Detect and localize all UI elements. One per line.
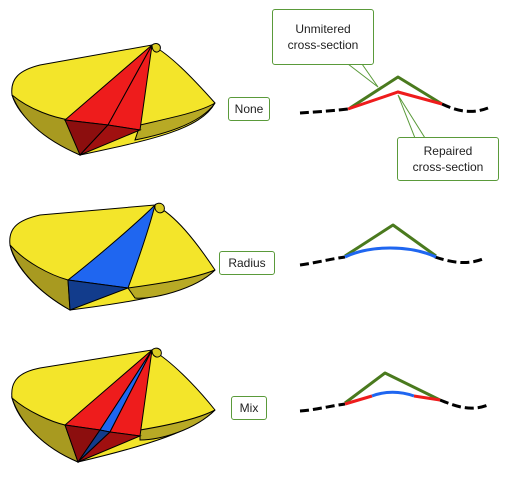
- profile-repaired-blue: [371, 390, 415, 398]
- profile-repaired-red-right: [413, 394, 441, 402]
- callout-pointer-repaired: [397, 94, 426, 139]
- label-mix: Mix: [231, 396, 267, 420]
- profile-repaired-blue: [344, 246, 437, 259]
- profile-dashed-right: [434, 255, 486, 265]
- cone-tip: [151, 43, 161, 53]
- patch-red-dark-2: [77, 431, 142, 463]
- cone-tip: [151, 347, 162, 358]
- profile-radius: [299, 223, 486, 267]
- cone-tip: [154, 202, 165, 214]
- callout-repaired-line2: cross-section: [412, 160, 484, 174]
- profile-unmitered-green: [349, 75, 443, 110]
- cone-shape-radius: [9, 202, 216, 311]
- label-none: None: [228, 97, 270, 121]
- cone-rim-shadow: [139, 409, 216, 441]
- profile-dashed-left: [299, 255, 346, 267]
- cone-rim-shadow: [127, 269, 216, 299]
- profile-dashed-left: [299, 402, 346, 413]
- cone-shape-none: [11, 43, 216, 156]
- profile-dashed-right: [439, 398, 489, 410]
- callout-unmitered-line1: Unmitered: [295, 22, 351, 36]
- patch-red-dark-2: [79, 124, 142, 156]
- cone-rim-shadow: [134, 102, 216, 141]
- profile-repaired-red-left: [344, 394, 373, 406]
- profile-dashed-right: [441, 102, 489, 113]
- callout-repaired: Repaired cross-section: [397, 137, 499, 181]
- callout-unmitered-line2: cross-section: [287, 38, 359, 52]
- profile-dashed-left: [299, 107, 349, 115]
- profile-unmitered-green: [344, 371, 441, 405]
- profile-none: [299, 63, 489, 139]
- profile-repaired-red: [347, 90, 443, 111]
- profile-unmitered-green: [344, 223, 437, 258]
- callout-repaired-line1: Repaired: [423, 144, 473, 158]
- cone-shape-mix: [10, 347, 216, 464]
- profile-mix: [299, 371, 489, 413]
- label-radius: Radius: [219, 251, 275, 275]
- patch-blue-dark: [67, 279, 129, 311]
- callout-unmitered: Unmitered cross-section: [272, 9, 374, 65]
- callout-pointer-unmitered: [346, 63, 379, 88]
